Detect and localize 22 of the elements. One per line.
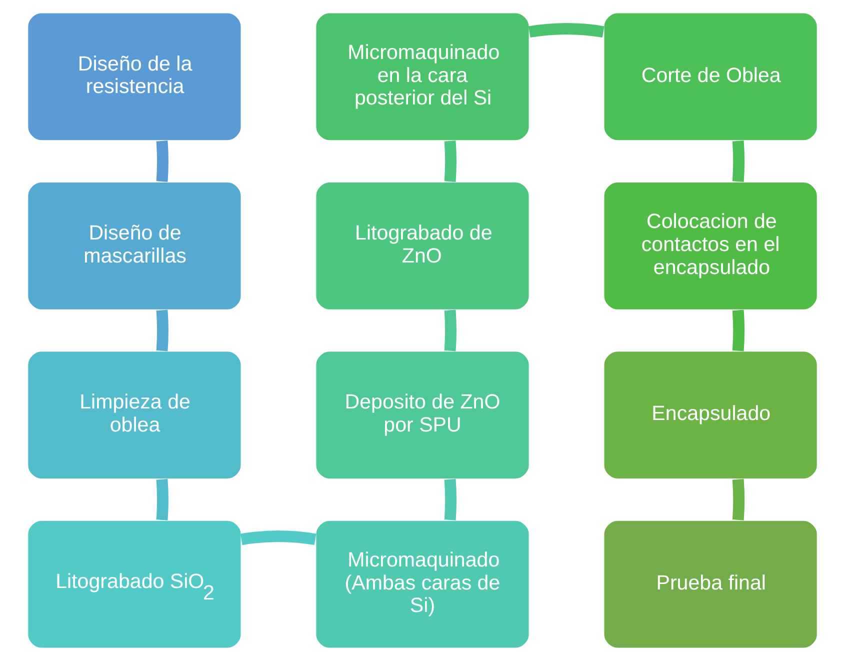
node-box: Micromaquinado (Ambas caras de Si)	[314, 520, 530, 649]
node-box: Colocacion de contactos en el encapsulado	[602, 181, 818, 310]
connector	[732, 140, 744, 182]
node-box: Limpieza de oblea	[26, 350, 242, 480]
connector	[444, 478, 456, 520]
connector	[156, 310, 168, 352]
node-box: Litograbado de ZnO	[314, 181, 530, 310]
connector	[732, 310, 744, 352]
connector	[156, 140, 168, 182]
connector	[528, 23, 604, 38]
node-box: Encapsulado	[602, 350, 818, 480]
node-box: Diseño de mascarillas	[26, 181, 242, 310]
node-box: Deposito de ZnO por SPU	[314, 350, 530, 480]
connector	[444, 310, 456, 352]
node-box: Prueba final	[602, 520, 818, 649]
node-box: Micromaquinado en la cara posterior del Si	[314, 12, 530, 142]
connector	[240, 530, 316, 546]
connector	[156, 478, 168, 520]
node-box: Corte de Oblea	[602, 12, 818, 142]
node-box: Diseño de la resistencia	[26, 12, 242, 142]
connector	[732, 478, 744, 520]
connector	[444, 140, 456, 182]
